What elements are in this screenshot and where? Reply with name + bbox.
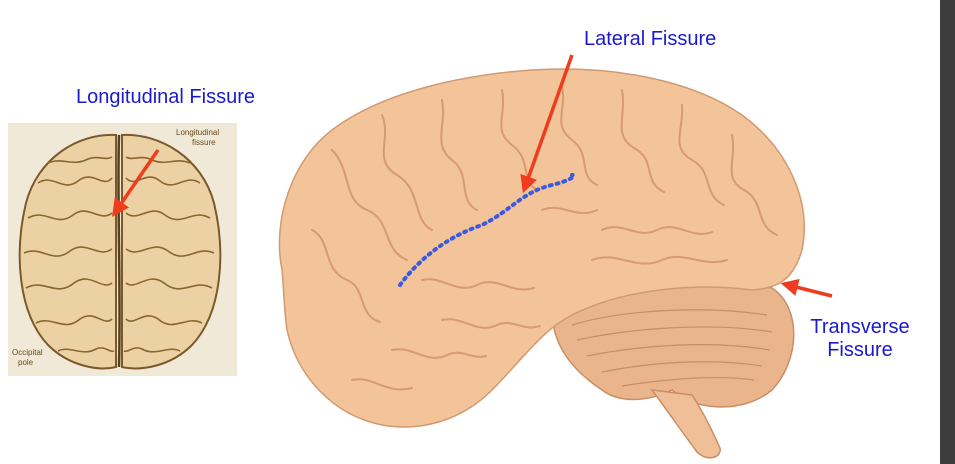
- longitudinal-fissure-label: Longitudinal Fissure: [76, 86, 255, 108]
- longitudinal-fissure-line: [117, 134, 121, 368]
- transverse-fissure-label-line2: Fissure: [827, 339, 893, 361]
- brain-lateral-drawing: [278, 68, 805, 459]
- top-view-label-occipital-1: Occipital: [12, 348, 43, 357]
- top-view-label-longitudinal-2: fissure: [192, 138, 216, 147]
- cerebrum-gyri: [311, 84, 778, 391]
- brain-lateral-view-photo: [272, 60, 812, 464]
- right-edge-bar: [940, 0, 955, 464]
- left-gyri: [23, 156, 115, 353]
- top-view-label-occipital-2: pole: [18, 358, 34, 367]
- brain-top-view-drawing: Longitudinal fissure Occipital pole: [12, 128, 222, 370]
- lateral-fissure-label: Lateral Fissure: [584, 28, 717, 50]
- brain-top-view-illustration: Longitudinal fissure Occipital pole: [8, 123, 237, 376]
- transverse-fissure-label-line1: Transverse: [810, 316, 910, 338]
- cerebrum-shape: [278, 68, 805, 428]
- cerebellum-folia: [571, 309, 773, 387]
- transverse-fissure-label: Transverse Fissure: [800, 316, 920, 362]
- top-view-label-longitudinal-1: Longitudinal: [176, 128, 219, 137]
- brainstem-shape: [650, 389, 721, 459]
